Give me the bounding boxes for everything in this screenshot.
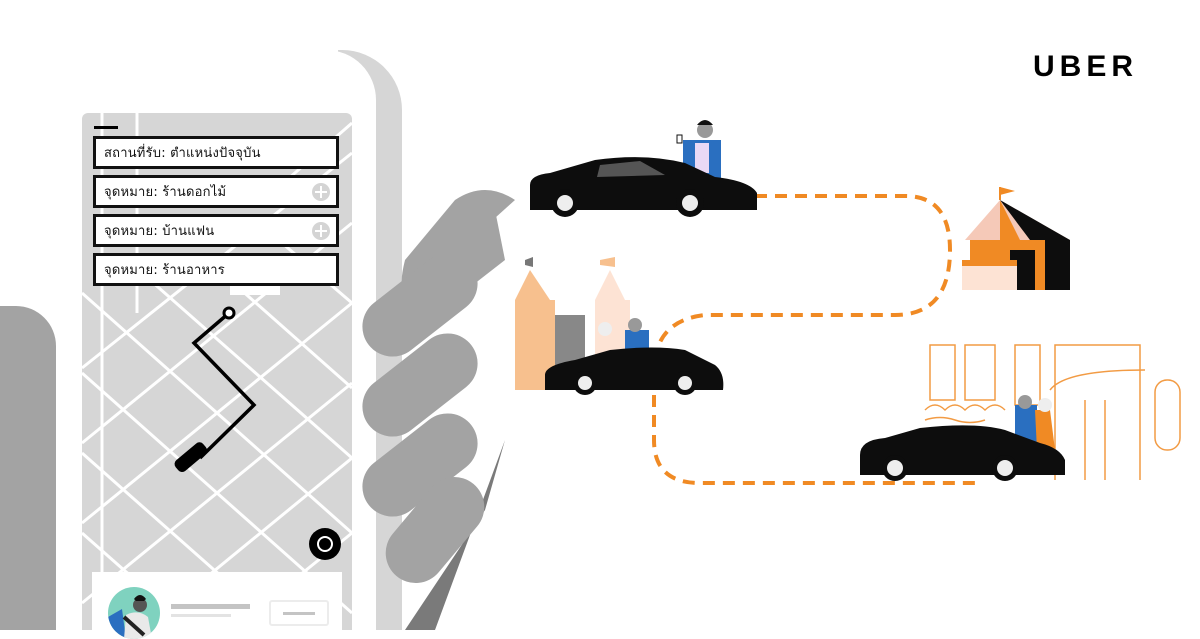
tent-flower-shop: [962, 187, 1070, 290]
locate-me-icon[interactable]: [309, 528, 341, 560]
contact-button[interactable]: [269, 600, 329, 626]
driver-name-placeholder: [171, 604, 250, 609]
destination-field-3[interactable]: จุดหมาย: ร้านอาหาร: [93, 253, 339, 286]
destination-label: จุดหมาย: ร้านอาหาร: [104, 263, 225, 278]
destination-label: จุดหมาย: บ้านแฟน: [104, 224, 215, 239]
driver-detail-placeholder: [171, 614, 231, 617]
destination-field-1[interactable]: จุดหมาย: ร้านดอกไม้: [93, 175, 339, 208]
car-at-restaurant-couple: [860, 344, 1181, 481]
add-stop-icon[interactable]: [312, 222, 330, 240]
hand-left: [0, 306, 56, 630]
car-with-passenger-phone: [530, 120, 757, 217]
destination-label: จุดหมาย: ร้านดอกไม้: [104, 185, 227, 200]
hand-right: [362, 190, 515, 630]
destination-field-2[interactable]: จุดหมาย: บ้านแฟน: [93, 214, 339, 247]
hamburger-menu-icon[interactable]: [94, 126, 118, 129]
pickup-label: สถานที่รับ: ตำแหน่งปัจจุบัน: [104, 146, 261, 161]
pickup-field[interactable]: สถานที่รับ: ตำแหน่งปัจจุบัน: [93, 136, 339, 169]
uber-logo: UBER: [1032, 50, 1138, 83]
car-at-castle-couple: [515, 257, 724, 395]
add-stop-icon[interactable]: [312, 183, 330, 201]
